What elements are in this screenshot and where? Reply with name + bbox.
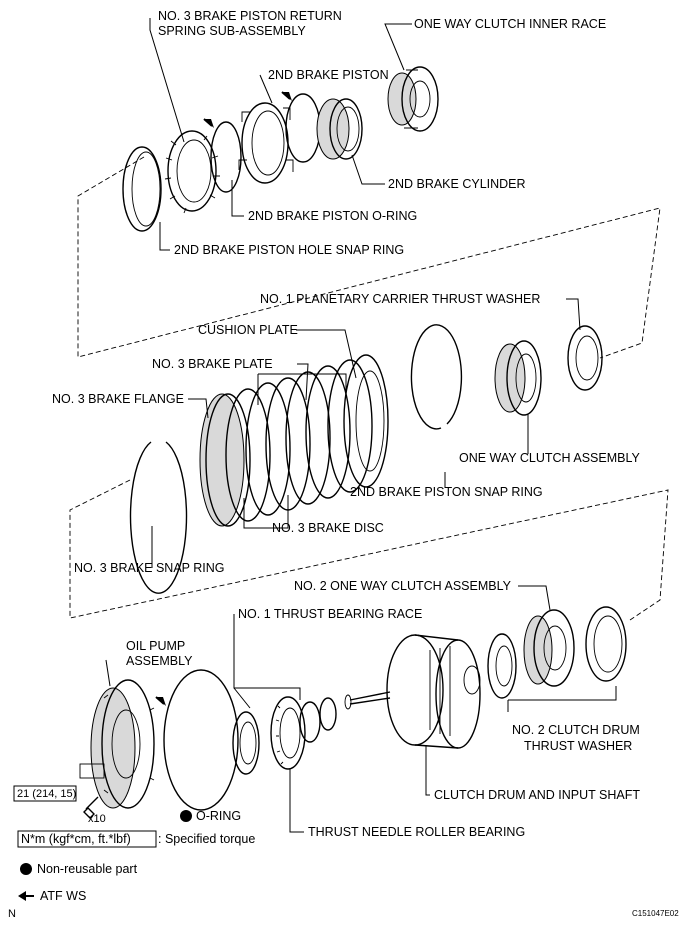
oil-pump-part (79, 679, 155, 809)
return-spring-label-2: SPRING SUB-ASSEMBLY (158, 24, 306, 38)
legend-atf-arrow-icon (18, 891, 34, 901)
inner-race-part (387, 66, 439, 132)
piston-oring-2-part (285, 93, 321, 163)
torque-box (13, 785, 77, 802)
cushion-plate-label: CUSHION PLATE (198, 323, 298, 337)
brake-plate-label: NO. 3 BRAKE PLATE (152, 357, 273, 371)
brake-cylinder-label: 2ND BRAKE CYLINDER (388, 177, 526, 191)
brake-cylinder-part (316, 98, 363, 160)
drum-washer-part (487, 633, 517, 699)
carrier-washer-part (567, 325, 603, 391)
drum-washer-label-1: NO. 2 CLUTCH DRUM (512, 723, 640, 737)
atf-arrow-icon (155, 696, 166, 706)
torque-value: 21 (214, 15) (17, 788, 76, 800)
brake-flange-label: NO. 3 BRAKE FLANGE (52, 392, 184, 406)
oring-label: O-RING (196, 809, 241, 823)
orientation-mark: N (8, 908, 16, 920)
needle-bearing-part (270, 696, 306, 770)
legend-nonreusable-icon (20, 863, 32, 875)
owc-assembly-part (494, 340, 542, 416)
group-outline-middle (69, 479, 669, 621)
hole-snap-ring-label: 2ND BRAKE PISTON HOLE SNAP RING (174, 243, 404, 257)
right-washer-part (585, 606, 627, 682)
oil-pump-label-2: ASSEMBLY (126, 654, 193, 668)
owc2-part (523, 609, 575, 687)
atf-arrow-icon (203, 118, 214, 128)
nonreusable-dot-icon (180, 810, 192, 822)
legend-torque-box (17, 830, 157, 848)
piston-snap-ring-label: 2ND BRAKE PISTON SNAP RING (350, 485, 543, 499)
legend-torque-text: : Specified torque (158, 832, 255, 846)
small-race-part (299, 697, 337, 743)
legend-atf: ATF WS (40, 889, 86, 903)
needle-bearing-label: THRUST NEEDLE ROLLER BEARING (308, 825, 525, 839)
atf-arrow-icon (281, 91, 292, 101)
brake-snap-ring-part (129, 441, 188, 594)
owc-assembly-label: ONE WAY CLUTCH ASSEMBLY (459, 451, 640, 465)
owc2-label: NO. 2 ONE WAY CLUTCH ASSEMBLY (294, 579, 512, 593)
inner-race-label: ONE WAY CLUTCH INNER RACE (414, 17, 606, 31)
drum-washer-label-2: THRUST WASHER (524, 739, 632, 753)
group-outline-top (77, 156, 661, 359)
large-oring-part (163, 669, 239, 811)
piston-oring-part (210, 121, 242, 193)
piston-snap-ring-part (410, 324, 463, 430)
clutch-drum-part (344, 634, 481, 749)
legend-torque-units: N*m (kgf*cm, ft.*lbf) (21, 832, 131, 846)
brake-piston-label: 2ND BRAKE PISTON (268, 68, 389, 82)
return-spring-part (164, 130, 220, 214)
return-spring-label-1: NO. 3 BRAKE PISTON RETURN (158, 9, 342, 23)
carrier-washer-label: NO. 1 PLANETARY CARRIER THRUST WASHER (260, 292, 540, 306)
brake-piston-part (238, 102, 294, 184)
bearing-race-part (232, 711, 260, 775)
legend-nonreusable: Non-reusable part (37, 862, 138, 876)
brake-snap-ring-label: NO. 3 BRAKE SNAP RING (74, 561, 225, 575)
figure-id: C151047E02 (632, 909, 679, 918)
brake-disc-label: NO. 3 BRAKE DISC (272, 521, 384, 535)
clutch-drum-label: CLUTCH DRUM AND INPUT SHAFT (434, 788, 640, 802)
piston-oring-label: 2ND BRAKE PISTON O-RING (248, 209, 417, 223)
bolt-part (83, 796, 99, 819)
oil-pump-label-1: OIL PUMP (126, 639, 185, 653)
bolt-qty-label: x10 (88, 813, 106, 825)
clutch-pack-part (199, 354, 389, 527)
bearing-race-label: NO. 1 THRUST BEARING RACE (238, 607, 422, 621)
hole-snap-ring-part (122, 146, 162, 232)
